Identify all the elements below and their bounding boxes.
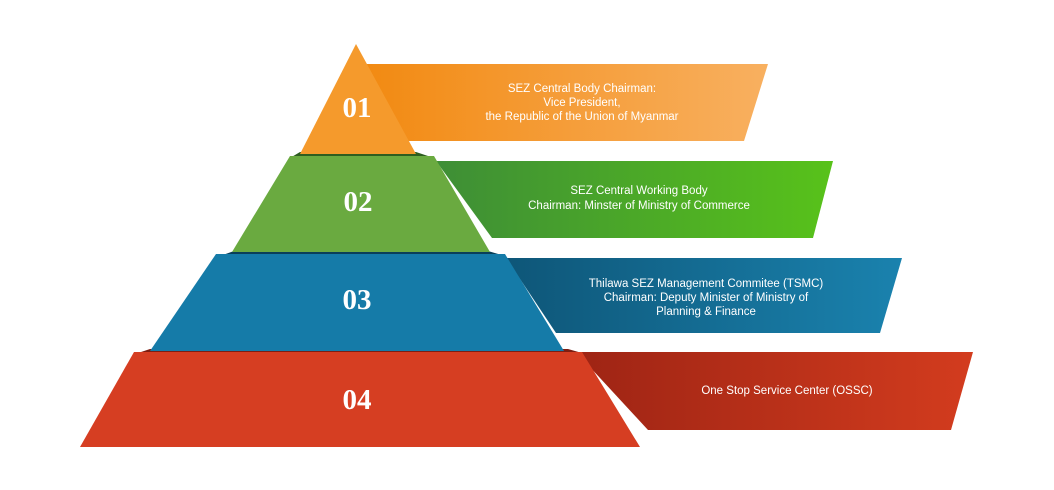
level-2-group (436, 161, 833, 238)
level-2-tier (232, 156, 490, 252)
level-3-banner (506, 258, 902, 333)
level-3-group (506, 258, 902, 333)
level-2-number: 02 (344, 186, 373, 218)
level-1-group (366, 64, 768, 141)
level-3-label-line-2: Chairman: Deputy Minister of Ministry of (604, 292, 809, 304)
level-2-label-line-2: Chairman: Minster of Ministry of Commerc… (528, 200, 750, 212)
level-4-group (576, 352, 973, 430)
level-4-label-line-1: One Stop Service Center (OSSC) (701, 385, 872, 397)
level-4-number: 04 (343, 384, 372, 416)
level-3-label-line-1: Thilawa SEZ Management Commitee (TSMC) (589, 278, 824, 290)
level-3-tier (150, 254, 564, 351)
level-2-banner (436, 161, 833, 238)
level-2-label-line-1: SEZ Central Working Body (570, 185, 707, 197)
level-1-label-line-2: Vice President, (543, 97, 620, 109)
level-1-banner (366, 64, 768, 141)
level-4-banner (576, 352, 973, 430)
level-1-label-line-3: the Republic of the Union of Myanmar (485, 111, 678, 123)
level-4-tier (80, 352, 640, 447)
level-1-number: 01 (343, 92, 372, 124)
level-3-label-line-3: Planning & Finance (656, 306, 756, 318)
level-3-number: 03 (343, 284, 372, 316)
level-1-label-line-1: SEZ Central Body Chairman: (508, 83, 656, 95)
level-1-tier (300, 44, 416, 154)
